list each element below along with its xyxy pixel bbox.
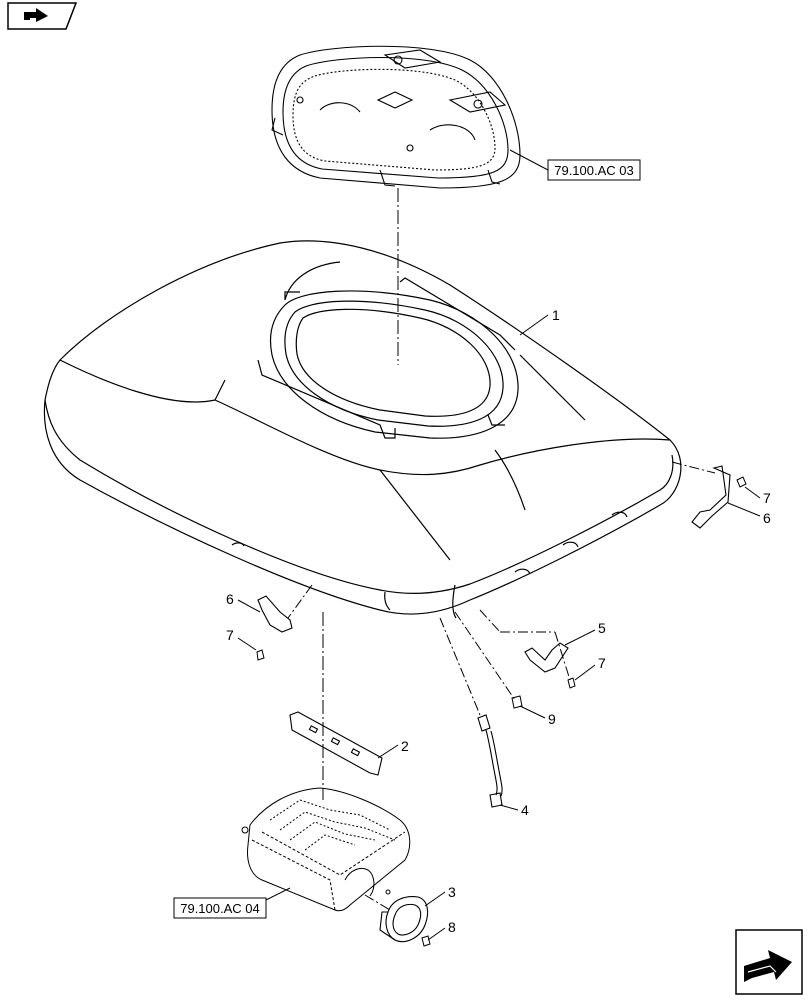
reference-label-top: 79.100.AC 03 <box>554 163 634 178</box>
callout-label-9: 9 <box>548 711 556 727</box>
callout-6-left[interactable]: 6 <box>226 591 261 613</box>
navigation-arrow-icon[interactable] <box>7 2 78 30</box>
assembly-line-plug9 <box>454 611 516 701</box>
assembly-line-cover3 <box>364 894 391 911</box>
bracket-left-part <box>257 595 293 633</box>
reference-label-bottom: 79.100.AC 04 <box>180 901 260 916</box>
callout-label-6-right: 6 <box>763 510 771 526</box>
callout-label-6-left: 6 <box>226 591 234 607</box>
next-page-arrow-icon[interactable] <box>735 929 803 995</box>
assembly-line-bracket5 <box>479 609 501 633</box>
callout-label-7-right: 7 <box>763 490 771 506</box>
callout-label-1: 1 <box>552 307 560 323</box>
callout-7-middle[interactable]: 7 <box>574 655 606 681</box>
callout-1[interactable]: 1 <box>519 307 560 336</box>
callout-label-7-middle: 7 <box>598 655 606 671</box>
callout-5[interactable]: 5 <box>564 620 606 646</box>
reference-box-bottom[interactable]: 79.100.AC 04 <box>173 887 291 919</box>
heater-box-part <box>241 787 411 912</box>
callout-7-right[interactable]: 7 <box>744 486 771 506</box>
cover-3-part <box>379 896 429 943</box>
callout-label-5: 5 <box>598 620 606 636</box>
callout-label-2: 2 <box>401 738 409 754</box>
assembly-line-right <box>671 461 716 474</box>
assembly-line-left-bracket <box>287 584 313 619</box>
callout-9[interactable]: 9 <box>519 705 556 727</box>
bracket-5-part <box>524 642 569 673</box>
screw-5-part <box>567 677 576 689</box>
screw-right-part <box>736 476 747 488</box>
callout-8[interactable]: 8 <box>427 919 456 941</box>
bracket-right-part <box>691 465 731 529</box>
callout-3[interactable]: 3 <box>424 884 456 907</box>
reference-box-top[interactable]: 79.100.AC 03 <box>509 149 641 181</box>
callout-2[interactable]: 2 <box>377 738 409 759</box>
callout-label-4: 4 <box>521 802 529 818</box>
callout-6-right[interactable]: 6 <box>727 502 771 526</box>
assembly-line-sensor <box>439 617 481 716</box>
callout-label-7-left: 7 <box>226 627 234 643</box>
callout-label-8: 8 <box>448 919 456 935</box>
sensor-cable-part <box>477 714 503 808</box>
callout-7-left[interactable]: 7 <box>226 627 257 651</box>
plate-2-part <box>289 711 383 776</box>
roof-panel-part <box>43 240 682 619</box>
roof-hatch-part <box>271 45 521 189</box>
callout-4[interactable]: 4 <box>499 802 529 818</box>
screw-8-part <box>421 935 431 947</box>
plug-9-part <box>511 695 523 709</box>
screw-left-part <box>256 649 265 661</box>
callout-label-3: 3 <box>448 884 456 900</box>
